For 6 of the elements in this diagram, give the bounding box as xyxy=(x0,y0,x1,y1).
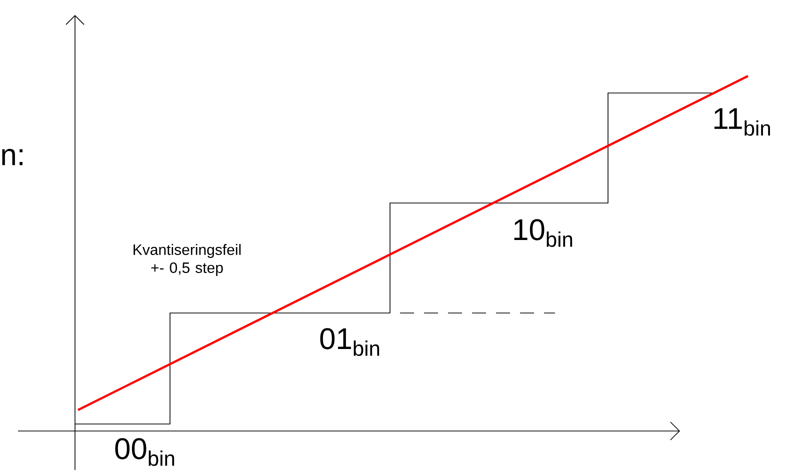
error-note: Kvantiseringsfeil +- 0,5 step xyxy=(134,244,241,276)
code-label: 01$_{bin}$ xyxy=(320,328,380,356)
code-label: 10$_{bin}$ xyxy=(514,219,572,247)
axis-caption: n: xyxy=(2,148,22,166)
code-label: 00$_{bin}$ xyxy=(115,438,174,466)
code-label: 11$_{bin}$ xyxy=(714,108,770,136)
